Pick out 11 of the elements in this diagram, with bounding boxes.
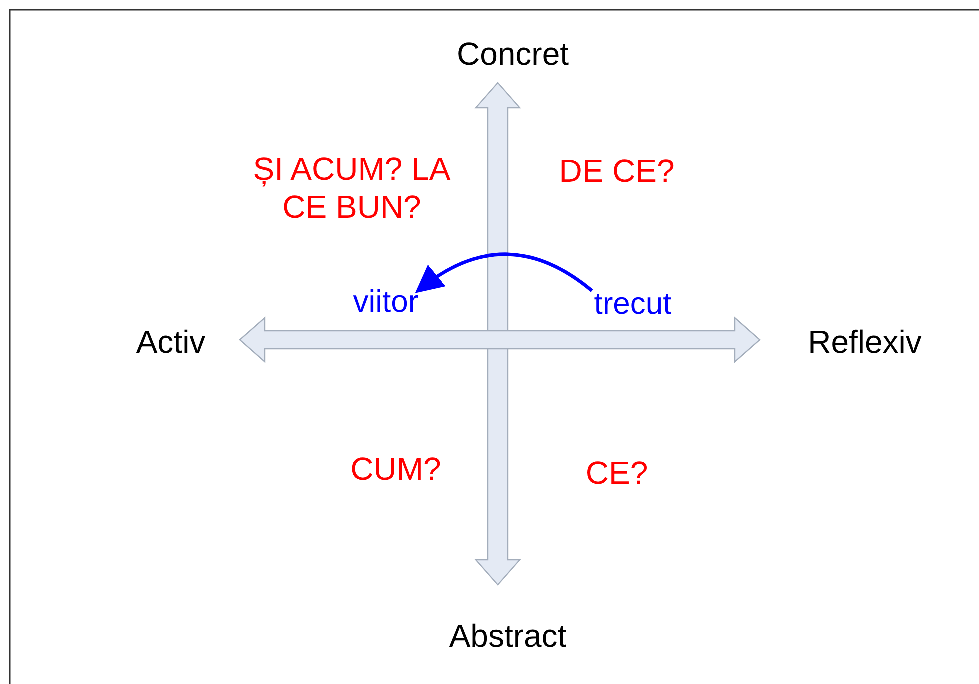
quadrant-question: CE? [586, 454, 648, 492]
quadrant-question: ȘI ACUM? LA CE BUN? [252, 150, 452, 226]
axis-label: Reflexiv [808, 323, 922, 361]
quadrant-question: CUM? [350, 450, 442, 488]
curved-arrow [415, 252, 594, 294]
time-label: viitor [353, 283, 419, 321]
quadrant-question: DE CE? [559, 152, 675, 190]
axis-label: Concret [456, 35, 570, 73]
axis-label: Activ [136, 323, 206, 361]
time-label: trecut [594, 285, 672, 323]
axis-label: Abstract [449, 617, 567, 655]
